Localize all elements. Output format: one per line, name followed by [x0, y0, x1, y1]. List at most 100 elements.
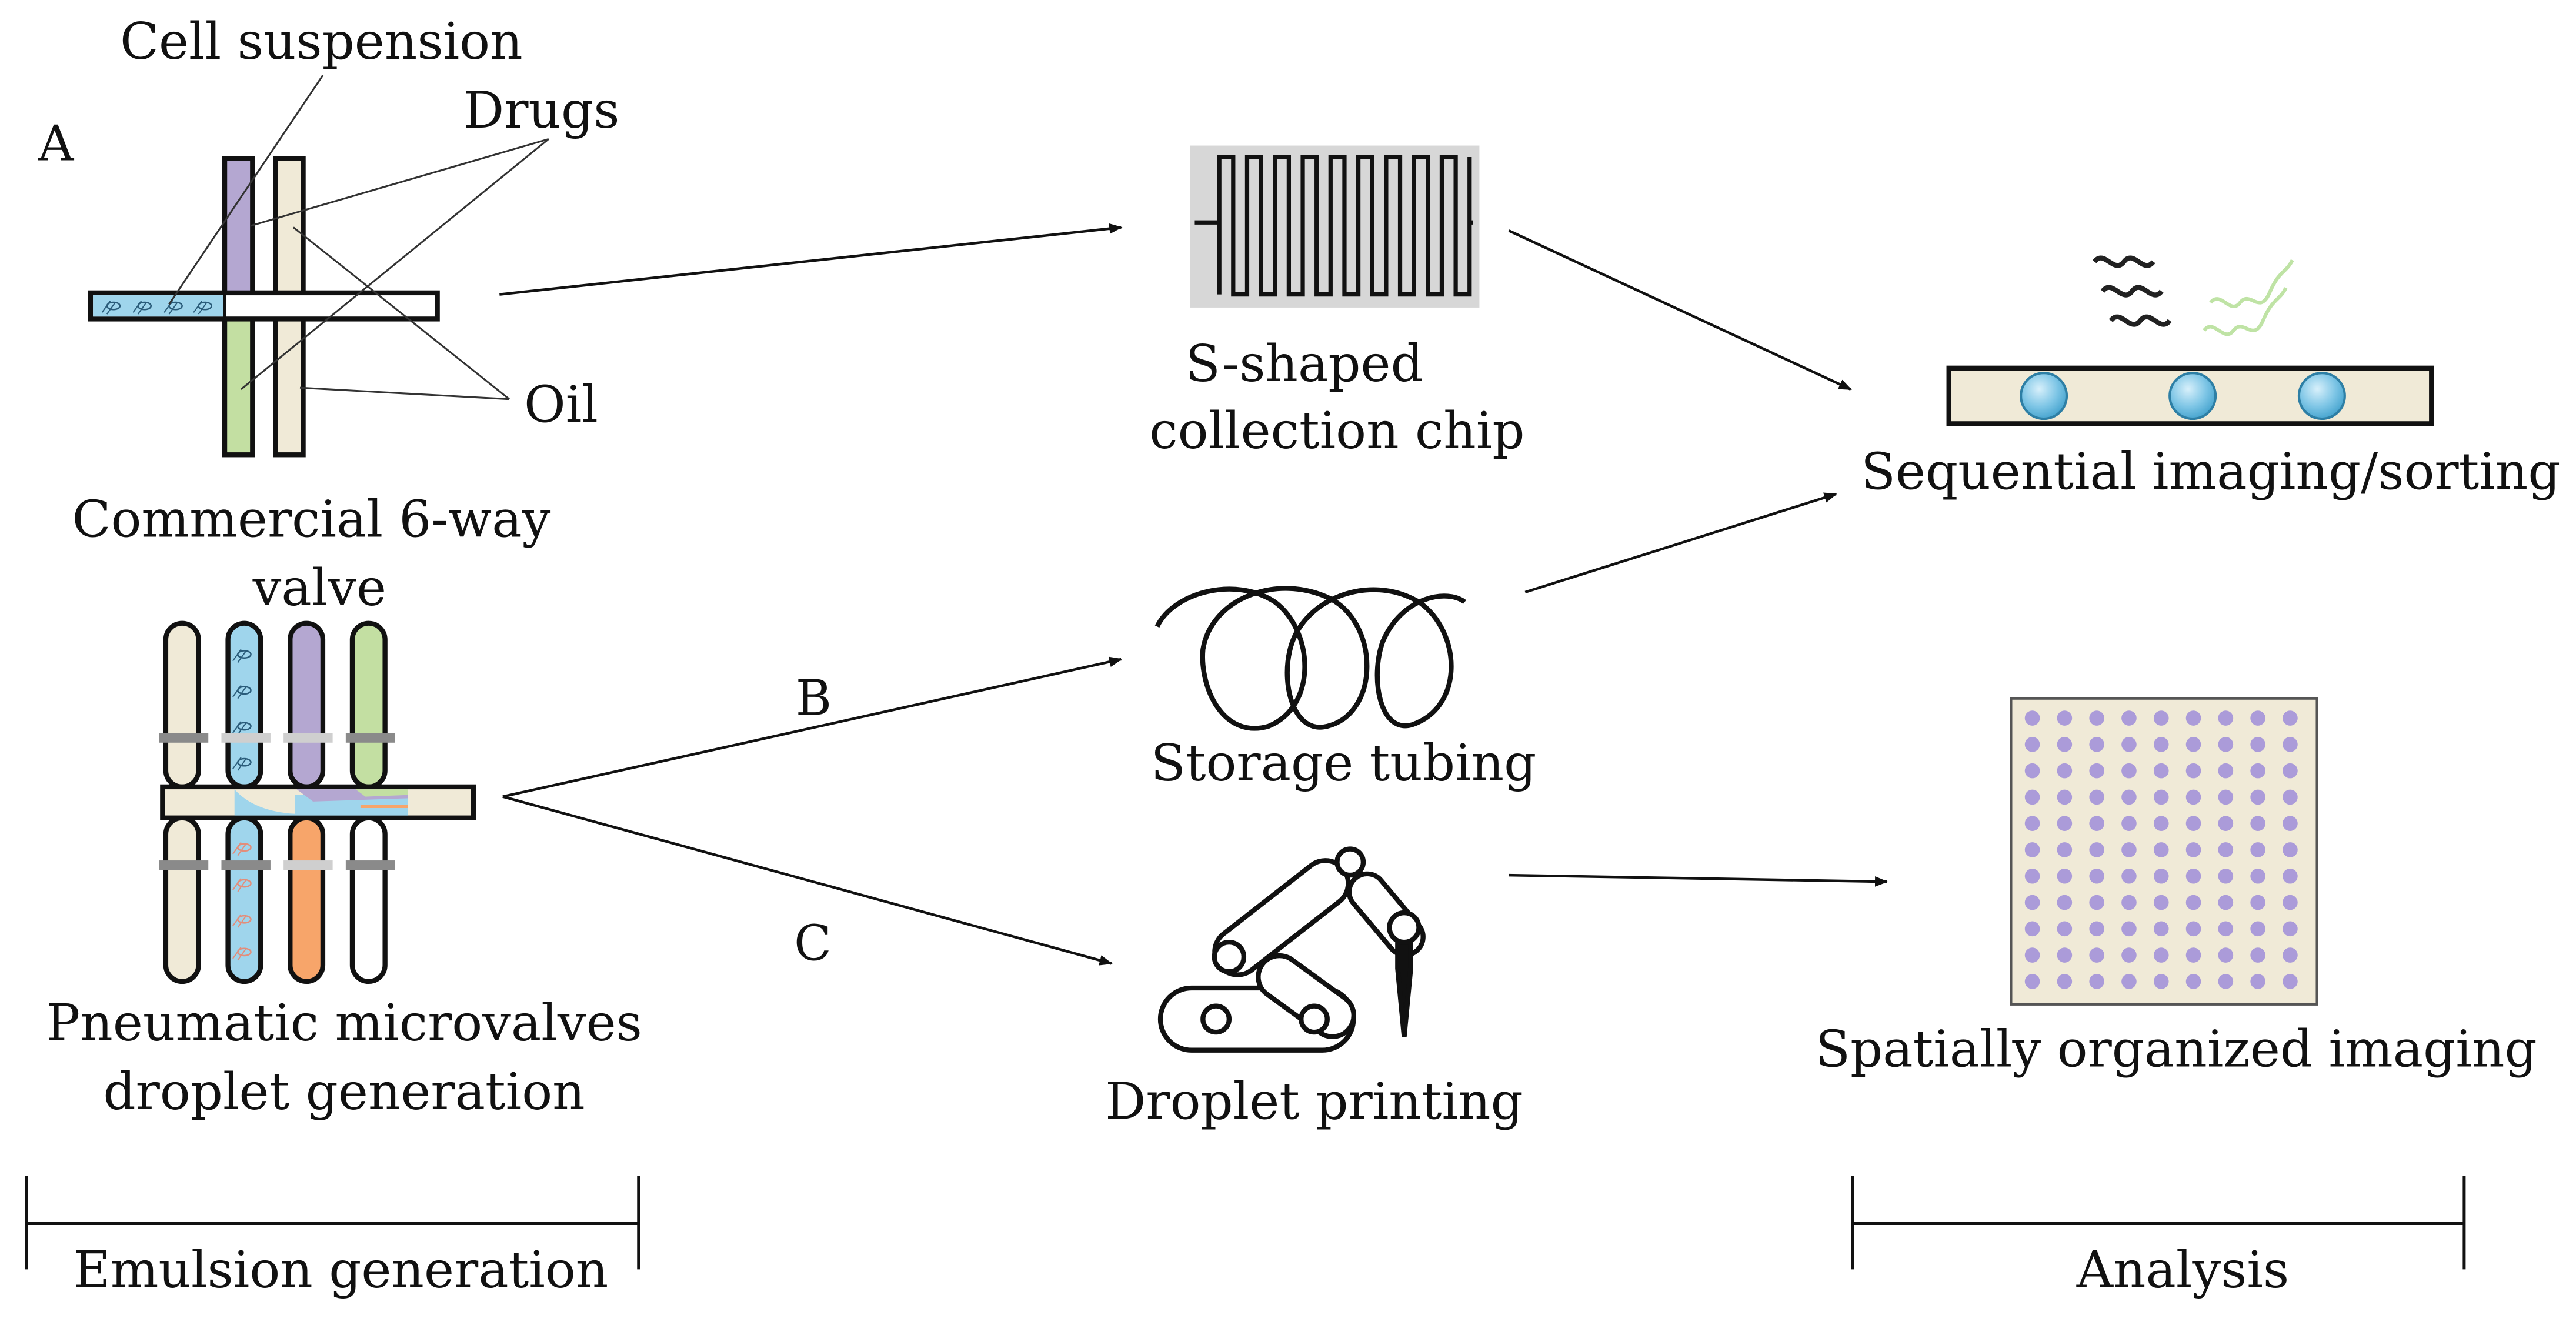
- array-droplet: [2057, 816, 2073, 831]
- array-droplet: [2250, 710, 2265, 726]
- array-droplet: [2185, 816, 2201, 831]
- array-droplet: [2250, 868, 2265, 884]
- array-droplet: [2283, 921, 2298, 937]
- array-droplet: [2024, 710, 2040, 726]
- array-droplet: [2185, 947, 2201, 963]
- array-droplet: [2185, 921, 2201, 937]
- schip-label-line2: collection chip: [1149, 402, 1524, 460]
- valve-title-line1: Commercial 6-way: [72, 490, 551, 549]
- array-droplet: [2218, 816, 2234, 831]
- array-droplet: [2250, 737, 2265, 752]
- valve-title-line2: valve: [252, 559, 386, 618]
- array-droplet: [2218, 789, 2234, 805]
- array-droplet: [2153, 868, 2169, 884]
- spatial-droplet-array: [2010, 697, 2318, 1006]
- array-droplet: [2218, 895, 2234, 910]
- panel-label-a: A: [38, 115, 75, 172]
- array-droplet: [2153, 974, 2169, 989]
- panel-label-b: B: [796, 670, 832, 727]
- tubing-coil-icon: [1154, 586, 1467, 731]
- array-droplet: [2057, 974, 2073, 989]
- array-droplet: [2024, 868, 2040, 884]
- arrow-microvalve-to-tubing: [502, 656, 1123, 798]
- array-droplet: [2121, 789, 2137, 805]
- array-droplet: [2283, 737, 2298, 752]
- array-droplet: [2153, 789, 2169, 805]
- array-droplet: [2185, 710, 2201, 726]
- s-shaped-collection-chip: [1190, 145, 1480, 308]
- array-droplet: [2185, 737, 2201, 752]
- array-droplet: [2121, 842, 2137, 857]
- array-droplet: [2024, 737, 2040, 752]
- array-droplet: [2250, 947, 2265, 963]
- microvalve-title-line2: droplet generation: [103, 1063, 585, 1122]
- array-droplet: [2057, 921, 2073, 937]
- array-droplet: [2089, 921, 2104, 937]
- array-droplet: [2250, 789, 2265, 805]
- printing-label: Droplet printing: [1105, 1073, 1523, 1132]
- tubing-label: Storage tubing: [1151, 734, 1537, 793]
- array-droplet: [2250, 816, 2265, 831]
- pneumatic-microvalve-chip: [159, 620, 476, 984]
- array-droplet: [2089, 789, 2104, 805]
- array-droplet: [2185, 974, 2201, 989]
- array-droplet: [2218, 737, 2234, 752]
- array-droplet: [2024, 921, 2040, 937]
- array-droplet: [2024, 763, 2040, 779]
- array-droplet: [2121, 816, 2137, 831]
- array-droplet: [2057, 868, 2073, 884]
- array-droplet: [2153, 895, 2169, 910]
- array-droplet: [2283, 895, 2298, 910]
- drugs-label: Drugs: [463, 81, 619, 140]
- array-droplet: [2121, 895, 2137, 910]
- array-droplet: [2121, 868, 2137, 884]
- array-droplet: [2283, 842, 2298, 857]
- array-droplet: [2185, 789, 2201, 805]
- array-droplet: [2283, 947, 2298, 963]
- microvalve-actuators: [159, 733, 395, 870]
- array-droplet: [2057, 763, 2073, 779]
- array-droplet: [2089, 974, 2104, 989]
- arrow-printing-to-spatial: [1509, 873, 1888, 887]
- six-way-valve: [88, 156, 440, 458]
- array-droplet: [2121, 947, 2137, 963]
- callout-lines: [168, 75, 549, 400]
- array-droplet: [2218, 921, 2234, 937]
- panel-label-c: C: [794, 915, 832, 972]
- array-droplet: [2024, 974, 2040, 989]
- array-droplet: [2089, 763, 2104, 779]
- array-droplet: [2024, 947, 2040, 963]
- array-droplet: [2153, 921, 2169, 937]
- spatial-label: Spatially organized imaging: [1816, 1020, 2537, 1079]
- array-droplet: [2185, 842, 2201, 857]
- array-droplet: [2218, 868, 2234, 884]
- array-droplet: [2283, 868, 2298, 884]
- array-droplet: [2185, 895, 2201, 910]
- array-droplet: [2089, 895, 2104, 910]
- array-droplet: [2024, 789, 2040, 805]
- array-droplet: [2024, 842, 2040, 857]
- droplet-icon: [2024, 710, 2298, 989]
- array-droplet: [2089, 737, 2104, 752]
- array-droplet: [2185, 763, 2201, 779]
- array-droplet: [2283, 816, 2298, 831]
- robot-arm-icon: [1157, 846, 1426, 1053]
- array-droplet: [2250, 921, 2265, 937]
- array-droplet: [2057, 710, 2073, 726]
- arrow-tubing-to-sequential: [1524, 492, 1837, 594]
- sequential-label: Sequential imaging/sorting: [1861, 443, 2561, 502]
- array-droplet: [2153, 710, 2169, 726]
- array-droplet: [2089, 816, 2104, 831]
- array-droplet: [2089, 710, 2104, 726]
- array-droplet: [2218, 842, 2234, 857]
- array-droplet: [2283, 789, 2298, 805]
- array-droplet: [2089, 868, 2104, 884]
- array-droplet: [2153, 816, 2169, 831]
- array-droplet: [2218, 947, 2234, 963]
- microvalve-title-line1: Pneumatic microvalves: [46, 994, 642, 1053]
- array-droplet: [2089, 842, 2104, 857]
- array-droplet: [2121, 763, 2137, 779]
- oil-label: Oil: [524, 376, 598, 435]
- array-droplet: [2250, 842, 2265, 857]
